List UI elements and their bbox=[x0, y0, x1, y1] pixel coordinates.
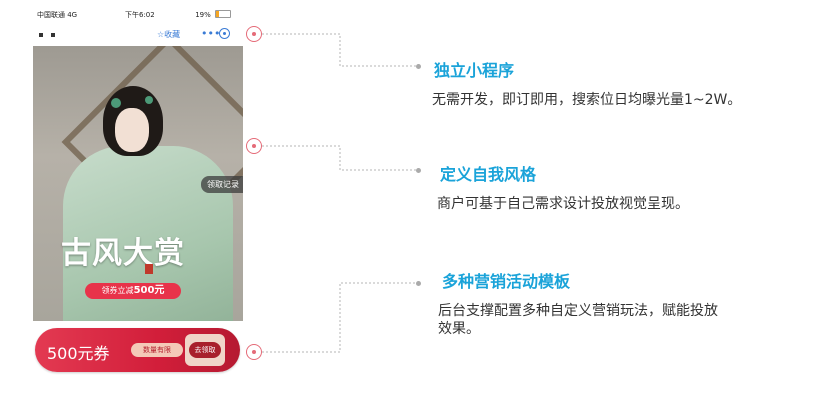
banner-title: 古风大赏 bbox=[61, 236, 185, 271]
figure-face bbox=[115, 108, 149, 152]
feature-desc-3-line1: 后台支撑配置多种自定义营销玩法，赋能投放 bbox=[438, 303, 718, 319]
claim-button[interactable]: 去领取 bbox=[189, 342, 221, 358]
connector-2 bbox=[262, 145, 418, 171]
hair-ornament-icon bbox=[145, 96, 153, 104]
feature-title-1: 独立小程序 bbox=[434, 61, 515, 80]
feature-desc-1: 无需开发，即订即用，搜索位日均曝光量1~2W。 bbox=[432, 92, 742, 108]
limited-badge: 数量有限 bbox=[131, 343, 183, 357]
hair-ornament-icon bbox=[111, 98, 121, 108]
feature-desc-3-line2: 效果。 bbox=[438, 321, 480, 337]
close-capsule-icon[interactable] bbox=[219, 28, 230, 39]
promo-banner[interactable]: 领取记录 古风大赏 领券立减500元 bbox=[33, 46, 243, 321]
miniapp-navbar: ☆收藏 ••• bbox=[33, 24, 243, 46]
marker-ring-3 bbox=[246, 344, 262, 360]
feature-desc-2: 商户可基于自己需求设计投放视觉呈现。 bbox=[437, 196, 689, 212]
more-menu-button[interactable]: ••• bbox=[201, 27, 221, 40]
back-placeholder-icon[interactable] bbox=[39, 30, 79, 37]
battery-icon bbox=[215, 10, 231, 18]
marker-ring-1 bbox=[246, 26, 262, 42]
record-tab-button[interactable]: 领取记录 bbox=[201, 176, 243, 193]
connector-end-dot bbox=[416, 168, 421, 173]
connector-end-dot bbox=[416, 281, 421, 286]
connector-1 bbox=[262, 33, 418, 67]
promo-pill-prefix: 领券立减 bbox=[101, 286, 134, 295]
claim-frame: 去领取 bbox=[185, 334, 225, 366]
coupon-amount: 500元券 bbox=[47, 344, 110, 363]
marker-ring-2 bbox=[246, 138, 262, 154]
time-text: 下午6:02 bbox=[125, 11, 155, 19]
phone-preview: 中国联通 4G 下午6:02 19% ☆收藏 ••• 领取记录 古风大赏 领券立… bbox=[33, 0, 243, 419]
battery-status: 19% bbox=[195, 10, 231, 19]
carrier-text: 中国联通 4G bbox=[37, 11, 78, 19]
connector-end-dot bbox=[416, 64, 421, 69]
coupon-card[interactable]: 500元券 数量有限 去领取 bbox=[35, 328, 240, 372]
feature-title-2: 定义自我风格 bbox=[440, 165, 537, 184]
promo-pill[interactable]: 领券立减500元 bbox=[85, 283, 181, 299]
connector-3 bbox=[262, 282, 418, 353]
battery-percent: 19% bbox=[195, 11, 211, 19]
favorite-button[interactable]: ☆收藏 bbox=[157, 30, 181, 39]
feature-title-3: 多种营销活动模板 bbox=[442, 272, 571, 291]
seal-icon bbox=[145, 264, 153, 274]
status-bar: 中国联通 4G 下午6:02 19% bbox=[33, 8, 243, 22]
promo-pill-amount: 500元 bbox=[133, 285, 165, 296]
